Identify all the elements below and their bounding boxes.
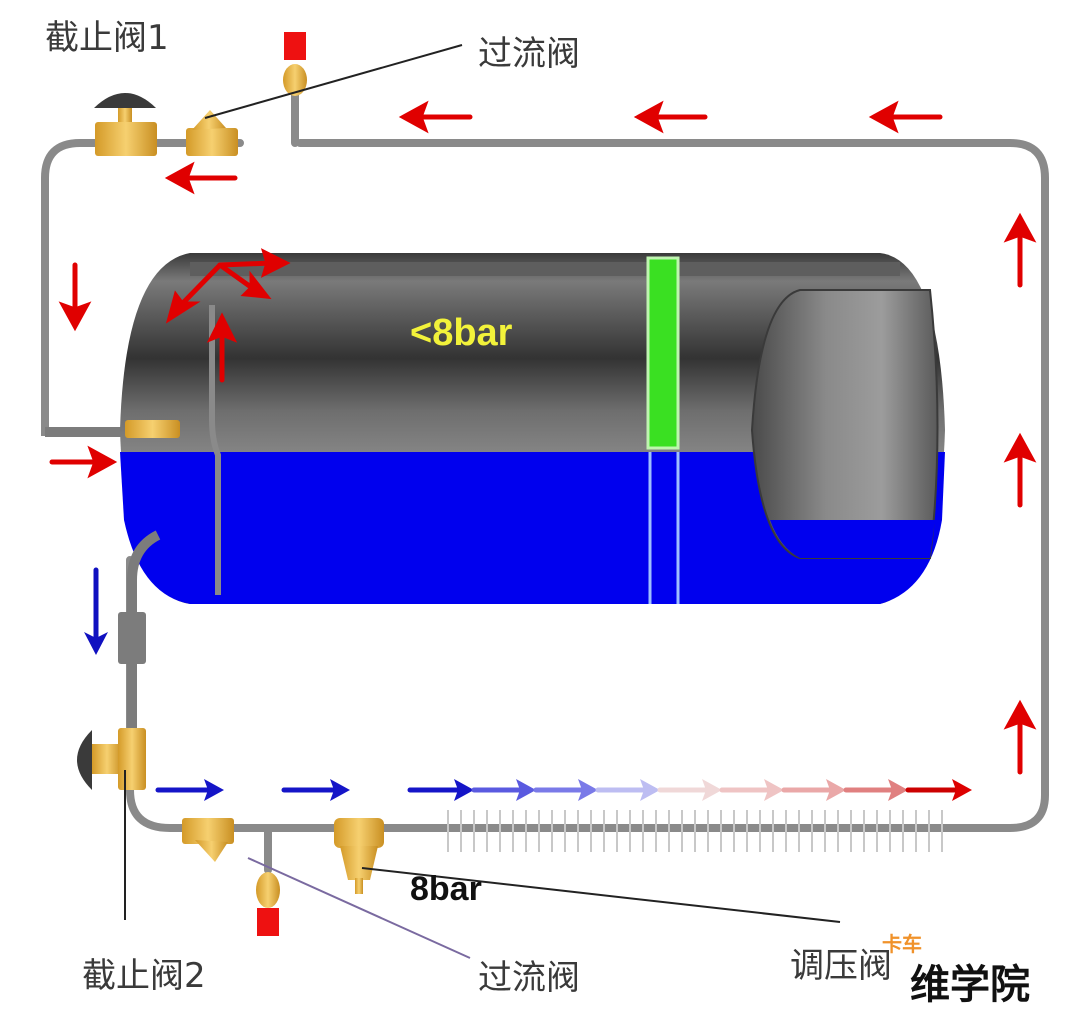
regulator-pressure-label: 8bar xyxy=(410,870,482,908)
tank xyxy=(118,253,945,790)
pressure-regulator-label: 调压阀 xyxy=(790,946,892,986)
leader-lines xyxy=(124,44,841,959)
overflow-valve-bottom xyxy=(182,818,234,862)
watermark-text: 维学院 xyxy=(910,962,1030,1008)
pipe-loop xyxy=(41,91,1049,874)
shutoff-valve-2-label: 截止阀2 xyxy=(82,956,206,996)
inlet-fitting xyxy=(125,420,180,438)
liquid-level xyxy=(120,452,945,604)
heat-exchanger-fins xyxy=(447,810,943,852)
outlet-coupling xyxy=(118,612,146,664)
overflow-valve-top-label: 过流阀 xyxy=(478,34,580,74)
overflow-valve-top xyxy=(186,110,238,156)
watermark-small-text: 卡车 xyxy=(882,932,922,956)
shutoff-valve-1 xyxy=(94,93,157,156)
pressure-sensor-top xyxy=(283,32,307,96)
sight-glass xyxy=(646,256,680,450)
shutoff-valve-1-label: 截止阀1 xyxy=(45,18,169,58)
shutoff-valve-2 xyxy=(77,728,146,790)
hot-flow-arrows xyxy=(49,100,1037,775)
overflow-valve-bottom-label: 过流阀 xyxy=(478,958,580,998)
pressure-regulator xyxy=(334,818,384,894)
pressure-sensor-bottom xyxy=(256,872,280,936)
tank-pressure-label: <8bar xyxy=(410,312,513,354)
cold-flow-arrows xyxy=(84,567,972,801)
